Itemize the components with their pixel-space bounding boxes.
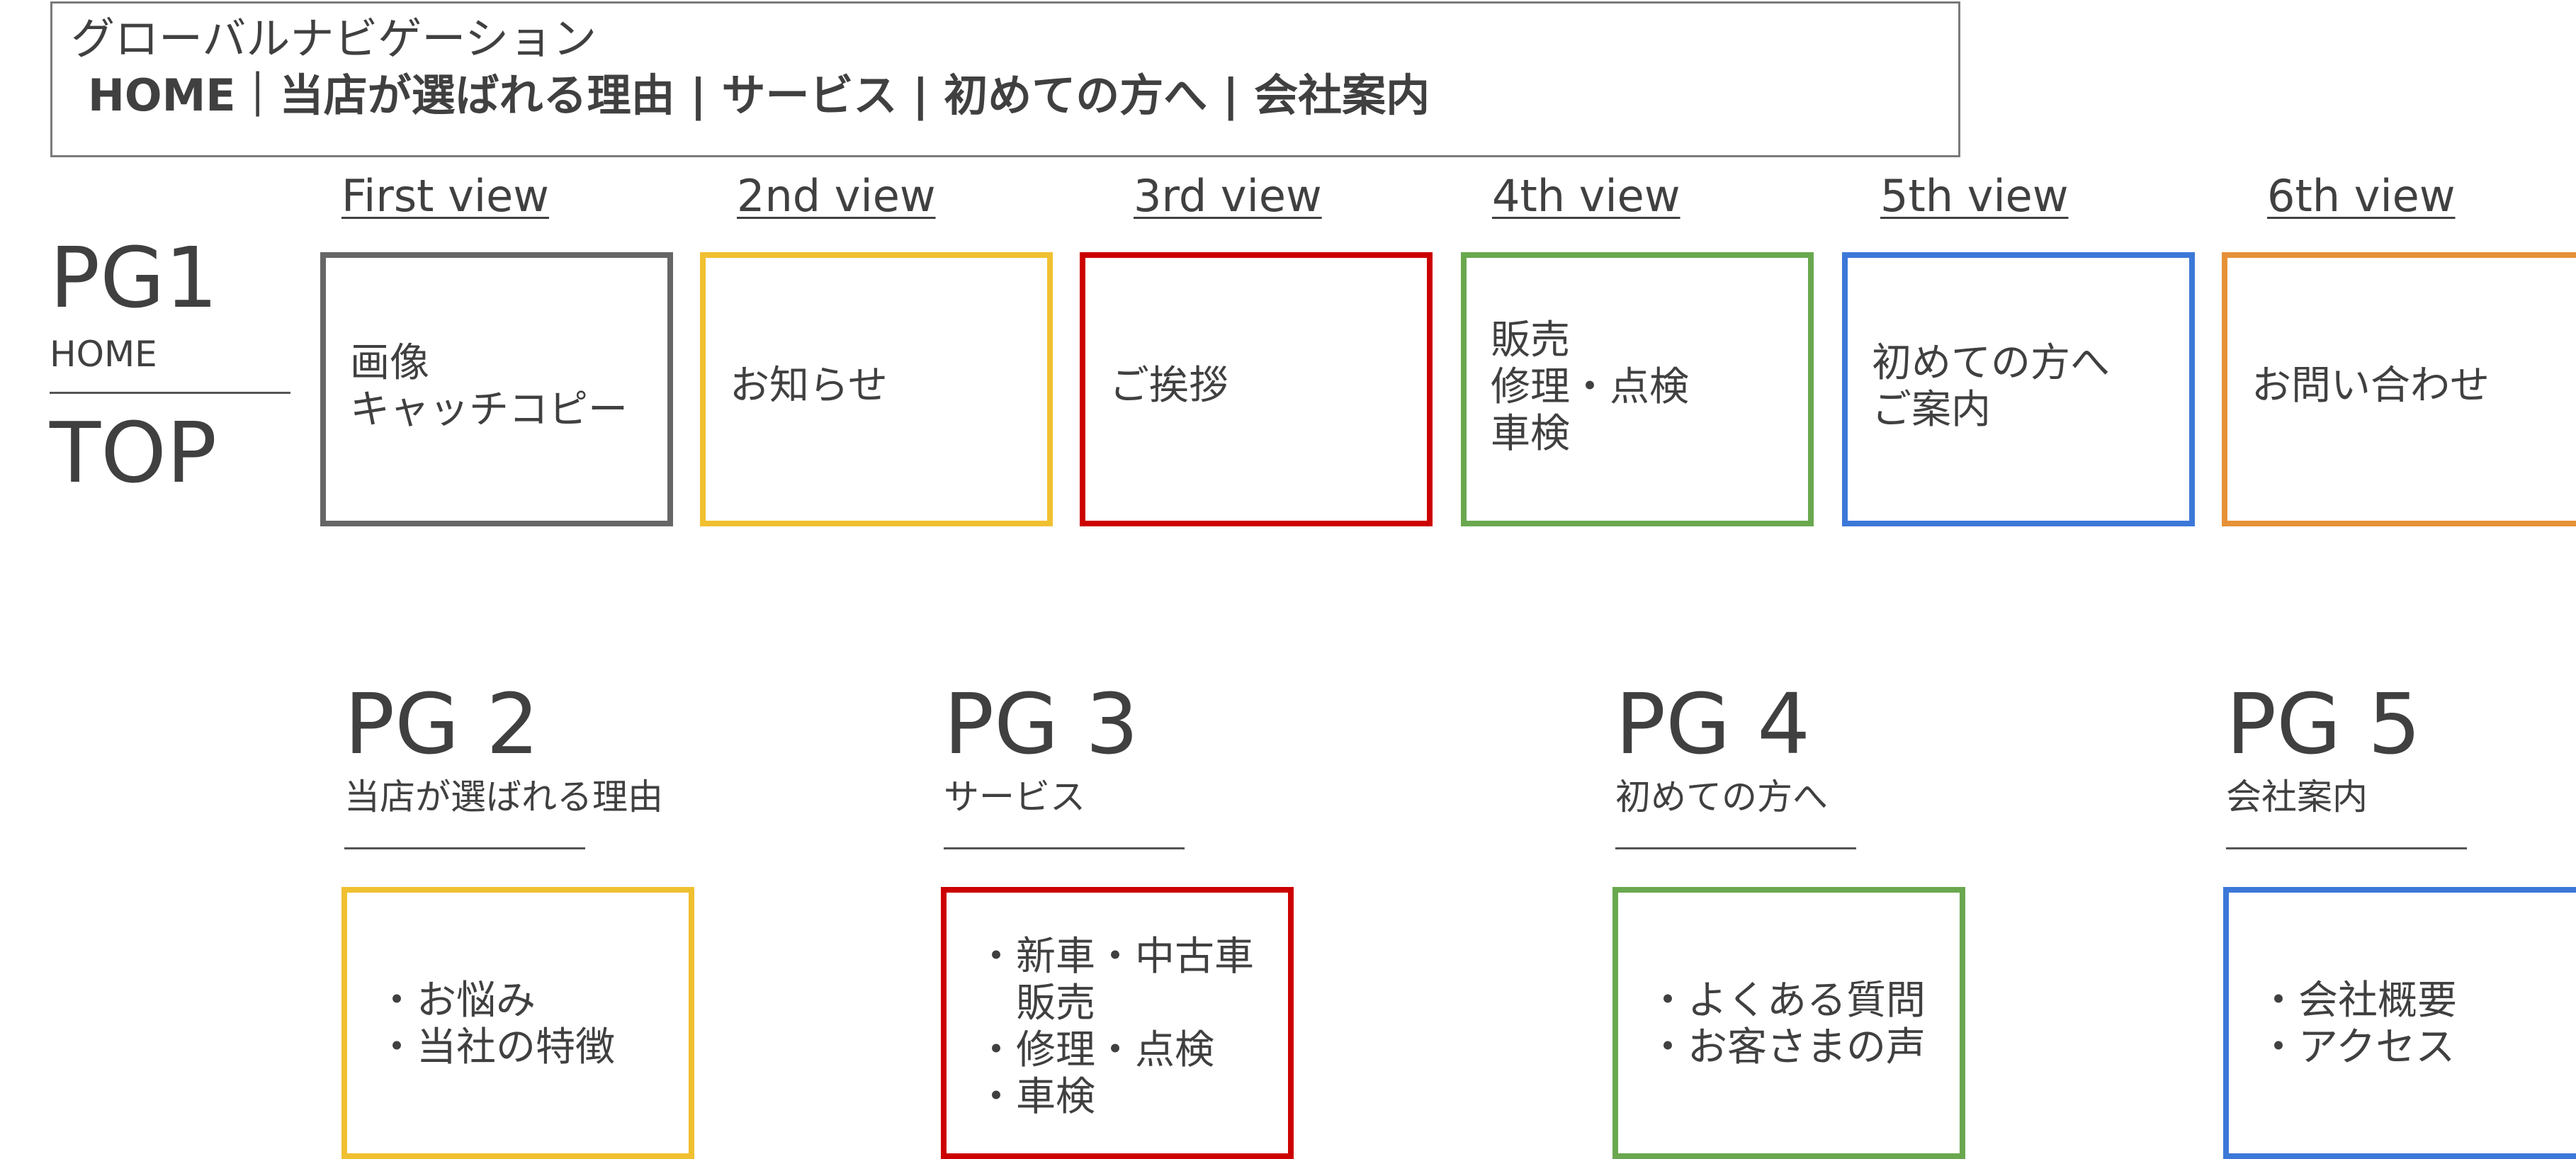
- pg1-top-label: TOP: [50, 404, 218, 502]
- pg4-box-text: ・よくある質問 ・お客さまの声: [1648, 978, 1926, 1070]
- pg1-divider: [50, 392, 290, 394]
- pg1-box-6th: お問い合わせ: [2222, 252, 2576, 526]
- pg1-box-first: 画像 キャッチコピー: [320, 252, 673, 526]
- view-label-6th: 6th view: [2267, 170, 2456, 222]
- pg1-title: PG1: [50, 229, 218, 327]
- pg1-box-4th-text: 販売 修理・点検 車検: [1491, 317, 1689, 457]
- pg1-box-4th: 販売 修理・点検 車検: [1461, 252, 1814, 526]
- pg3-box: ・新車・中古車 販売 ・修理・点検 ・車検: [941, 887, 1294, 1159]
- pg2-title: PG 2: [344, 675, 540, 773]
- pg1-box-2nd-text: お知らせ: [730, 363, 888, 409]
- pg3-divider: [944, 847, 1185, 849]
- pg1-box-first-text: 画像 キャッチコピー: [350, 340, 628, 433]
- pg4-box: ・よくある質問 ・お客さまの声: [1612, 887, 1965, 1159]
- pg1-box-5th: 初めての方へ ご案内: [1842, 252, 2195, 526]
- view-label-5th: 5th view: [1880, 170, 2069, 222]
- pg1-box-2nd: お知らせ: [700, 252, 1053, 526]
- pg1-box-5th-text: 初めての方へ ご案内: [1872, 340, 2110, 433]
- pg1-subtitle: HOME: [50, 334, 157, 375]
- pg2-box-text: ・お悩み ・当社の特徴: [377, 978, 615, 1070]
- pg5-box: ・会社概要 ・アクセス: [2223, 887, 2576, 1159]
- global-nav-links: HOME｜当店が選ばれる理由 | サービス | 初めての方へ | 会社案内: [88, 69, 1430, 121]
- pg3-subtitle: サービス: [944, 776, 1085, 818]
- pg2-divider: [344, 847, 585, 849]
- pg3-title: PG 3: [944, 675, 1139, 773]
- pg2-subtitle: 当店が選ばれる理由: [344, 776, 663, 818]
- pg2-box: ・お悩み ・当社の特徴: [341, 887, 694, 1159]
- view-label-first: First view: [341, 170, 549, 222]
- pg5-title: PG 5: [2226, 675, 2422, 773]
- pg5-subtitle: 会社案内: [2226, 776, 2368, 818]
- global-nav-box: [50, 1, 1960, 157]
- pg4-subtitle: 初めての方へ: [1615, 776, 1828, 818]
- global-nav-title: グローバルナビゲーション: [71, 13, 597, 64]
- view-label-4th: 4th view: [1492, 170, 1680, 222]
- view-label-3rd: 3rd view: [1134, 170, 1322, 222]
- pg1-box-6th-text: お問い合わせ: [2252, 363, 2490, 409]
- view-label-2nd: 2nd view: [737, 170, 936, 222]
- pg4-title: PG 4: [1615, 675, 1811, 773]
- pg5-box-text: ・会社概要 ・アクセス: [2259, 978, 2457, 1070]
- pg3-box-text: ・新車・中古車 販売 ・修理・点検 ・車検: [976, 934, 1254, 1120]
- pg5-divider: [2226, 847, 2467, 849]
- pg4-divider: [1615, 847, 1856, 849]
- pg1-box-3rd: ご挨拶: [1080, 252, 1433, 526]
- pg1-box-3rd-text: ご挨拶: [1109, 363, 1228, 409]
